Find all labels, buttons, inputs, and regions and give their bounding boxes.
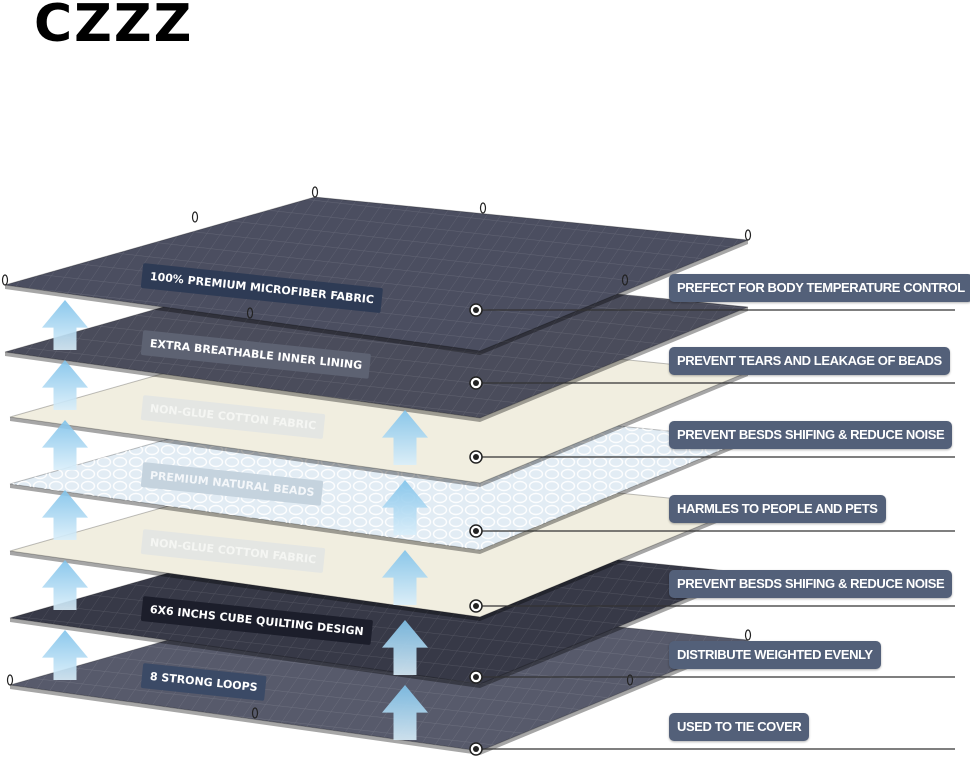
up-arrow-icon	[382, 410, 428, 465]
loop-icon	[246, 307, 254, 319]
feature-callout: PREVENT BESDS SHIFING & REDUCE NOISE	[669, 570, 953, 598]
feature-callout: PREFECT FOR BODY TEMPERATURE CONTROL	[669, 274, 970, 302]
up-arrow-icon	[382, 480, 428, 535]
feature-callout: USED TO TIE COVER	[669, 713, 810, 741]
brand-logo: CZZZ	[34, 0, 194, 54]
up-arrow-icon	[42, 420, 88, 470]
feature-callout: HARMLES TO PEOPLE AND PETS	[669, 495, 886, 523]
up-arrow-icon	[382, 685, 428, 740]
up-arrow-icon	[42, 560, 88, 610]
feature-callout: PREVENT BESDS SHIFING & REDUCE NOISE	[669, 421, 953, 449]
loop-icon	[191, 211, 199, 223]
up-arrow-icon	[42, 300, 88, 350]
loop-icon	[621, 274, 629, 286]
loop-icon	[1, 274, 9, 286]
loop-icon	[479, 202, 487, 214]
up-arrow-icon	[382, 550, 428, 605]
loop-icon	[744, 629, 752, 641]
up-arrow-icon	[42, 630, 88, 680]
up-arrow-icon	[382, 620, 428, 675]
loop-icon	[744, 229, 752, 241]
up-arrow-icon	[42, 360, 88, 410]
loop-icon	[626, 674, 634, 686]
feature-callout: DISTRIBUTE WEIGHTED EVENLY	[669, 641, 881, 669]
loop-icon	[311, 186, 319, 198]
feature-callout: PREVENT TEARS AND LEAKAGE OF BEADS	[669, 347, 950, 375]
up-arrow-icon	[42, 490, 88, 540]
loop-icon	[251, 707, 259, 719]
loop-icon	[6, 674, 14, 686]
